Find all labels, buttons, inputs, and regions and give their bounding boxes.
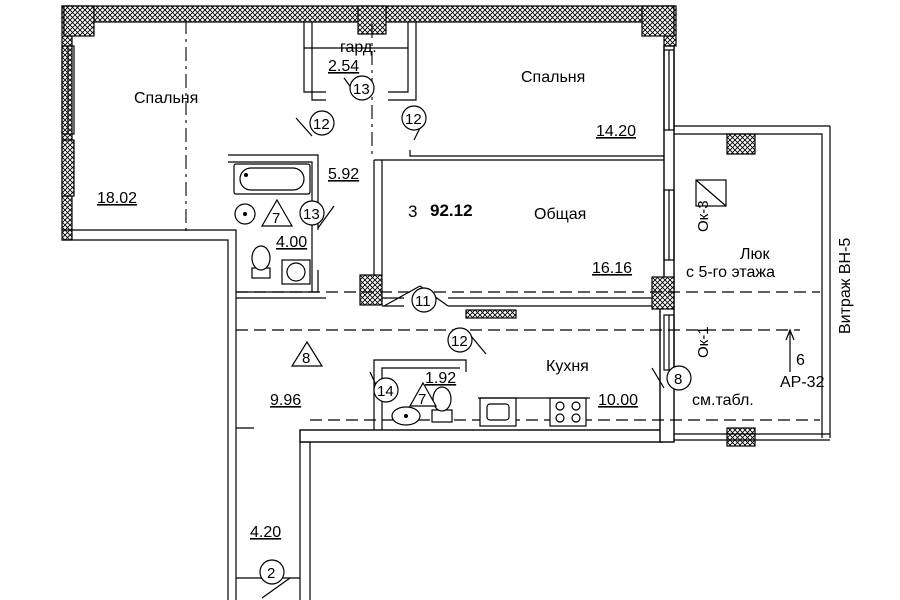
note-section-number: 6	[796, 352, 805, 369]
apartment-total-area: 92.12	[430, 201, 473, 220]
apartment-rooms-count: 3	[408, 202, 417, 221]
room-area-bedroom-2: 14.20	[596, 123, 636, 140]
triangle-mark-8: 8	[302, 350, 310, 367]
room-name-bedroom-2: Спальня	[521, 69, 585, 86]
room-name-bedroom-1: Спальня	[134, 90, 198, 107]
window-mark-ok1: Ок-1	[695, 326, 712, 358]
door-mark-circles	[259, 75, 692, 585]
note-section-ref: АР-32	[780, 374, 825, 391]
windows	[61, 45, 675, 371]
door-mark-14: 14	[377, 383, 394, 400]
note-table-ref: см.табл.	[692, 392, 754, 409]
triangle-mark-7a: 7	[272, 210, 280, 227]
room-area-vestibule: 4.20	[250, 524, 281, 541]
door-mark-2: 2	[267, 565, 275, 582]
note-hatch-floor: с 5-го этажа	[686, 264, 775, 281]
room-area-wardrobe: 2.54	[328, 58, 359, 75]
room-area-hall: 5.92	[328, 166, 359, 183]
door-mark-12b: 12	[405, 111, 422, 128]
fixtures	[233, 163, 795, 427]
room-area-kitchen: 10.00	[598, 392, 638, 409]
room-area-corridor: 9.96	[270, 392, 301, 409]
labels: Спальня 18.02 гард. 2.54 Спальня 14.20 5…	[97, 39, 854, 582]
room-area-bedroom-1: 18.02	[97, 190, 137, 207]
room-name-wardrobe: гард.	[340, 39, 377, 56]
note-stained-glass: Витраж ВН-5	[837, 238, 854, 334]
room-name-living: Общая	[534, 206, 586, 223]
door-mark-12c: 12	[451, 333, 468, 350]
door-mark-12a: 12	[313, 116, 330, 133]
room-area-toilet: 1.92	[425, 370, 456, 387]
room-area-bath: 4.00	[276, 234, 307, 251]
note-hatch-title: Люк	[740, 246, 771, 263]
triangle-mark-7b: 7	[418, 391, 426, 408]
window-mark-ok3: Ок-3	[695, 200, 712, 232]
room-name-kitchen: Кухня	[546, 358, 589, 375]
balcony	[674, 125, 831, 441]
door-mark-8: 8	[674, 371, 682, 388]
door-mark-11: 11	[415, 293, 431, 310]
door-mark-13b: 13	[303, 206, 320, 223]
interior-walls	[228, 22, 664, 430]
triangle-marks	[260, 198, 438, 407]
room-area-living: 16.16	[592, 260, 632, 277]
door-mark-13a: 13	[353, 81, 370, 98]
